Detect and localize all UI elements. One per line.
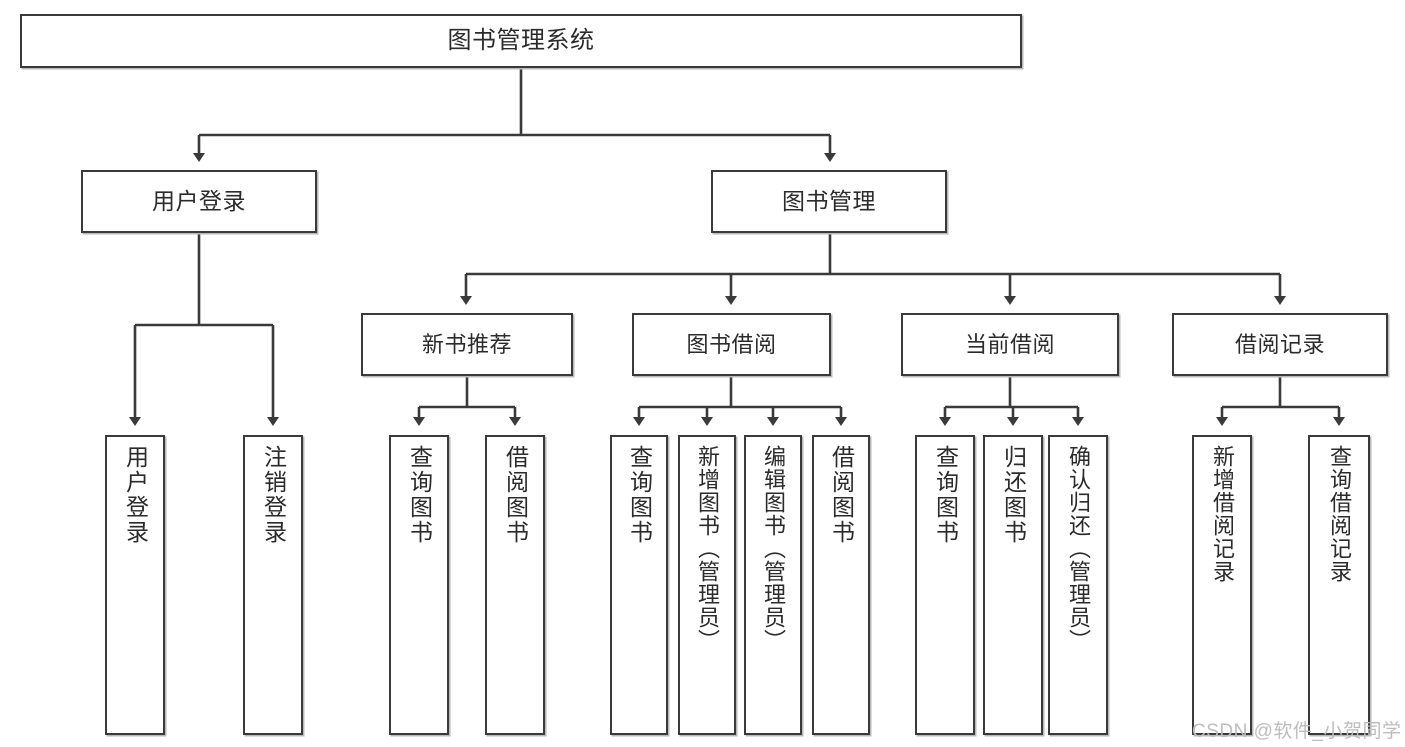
node-leaf-query-book-recommend-label: 查询图书 bbox=[406, 445, 433, 545]
node-leaf-add-borrow-record-label: 新增借阅记录 bbox=[1210, 445, 1235, 583]
node-leaf-query-book-current[interactable]: 查询图书 bbox=[915, 435, 975, 735]
node-level3-borrow-record-label: 借阅记录 bbox=[1234, 331, 1325, 357]
node-leaf-borrow-book-recommend[interactable]: 借阅图书 bbox=[485, 435, 545, 735]
node-level2-book-management-label: 图书管理 bbox=[782, 188, 876, 215]
node-level2-user-login-label: 用户登录 bbox=[152, 188, 246, 215]
node-leaf-confirm-return-admin[interactable]: 确认归还（管理员） bbox=[1048, 435, 1108, 735]
node-level3-current-borrow-label: 当前借阅 bbox=[964, 331, 1055, 357]
node-leaf-add-book-admin[interactable]: 新增图书（管理员） bbox=[678, 435, 736, 735]
node-leaf-borrow-book[interactable]: 借阅图书 bbox=[812, 435, 870, 735]
node-level3-new-book-recommend-label: 新书推荐 bbox=[421, 331, 512, 357]
node-leaf-query-book-current-label: 查询图书 bbox=[932, 445, 959, 545]
node-leaf-logout[interactable]: 注销登录 bbox=[243, 435, 303, 735]
node-leaf-query-book-borrow-label: 查询图书 bbox=[626, 445, 653, 545]
watermark: CSDN @软件_小贺同学 bbox=[1192, 721, 1402, 742]
node-leaf-add-book-admin-label: 新增图书（管理员） bbox=[695, 445, 720, 652]
node-leaf-query-borrow-record-label: 查询借阅记录 bbox=[1327, 445, 1352, 583]
node-level3-borrow-record[interactable]: 借阅记录 bbox=[1172, 313, 1388, 376]
node-leaf-user-login-label: 用户登录 bbox=[122, 445, 149, 545]
node-root[interactable]: 图书管理系统 bbox=[20, 14, 1022, 68]
node-leaf-logout-label: 注销登录 bbox=[260, 445, 287, 545]
node-level3-current-borrow[interactable]: 当前借阅 bbox=[901, 313, 1119, 376]
node-leaf-return-book-label: 归还图书 bbox=[1000, 445, 1027, 545]
node-level3-book-borrow[interactable]: 图书借阅 bbox=[632, 313, 831, 376]
node-leaf-edit-book-admin[interactable]: 编辑图书（管理员） bbox=[744, 435, 802, 735]
node-leaf-add-borrow-record[interactable]: 新增借阅记录 bbox=[1192, 435, 1252, 735]
node-level3-new-book-recommend[interactable]: 新书推荐 bbox=[361, 313, 573, 376]
node-leaf-edit-book-admin-label: 编辑图书（管理员） bbox=[761, 445, 786, 652]
node-leaf-query-book-recommend[interactable]: 查询图书 bbox=[389, 435, 449, 735]
node-leaf-borrow-book-label: 借阅图书 bbox=[828, 445, 855, 545]
node-leaf-user-login[interactable]: 用户登录 bbox=[105, 435, 165, 735]
node-leaf-confirm-return-admin-label: 确认归还（管理员） bbox=[1066, 445, 1091, 652]
node-leaf-borrow-book-recommend-label: 借阅图书 bbox=[502, 445, 529, 545]
node-level3-book-borrow-label: 图书借阅 bbox=[686, 331, 777, 357]
node-leaf-query-borrow-record[interactable]: 查询借阅记录 bbox=[1308, 435, 1370, 735]
node-leaf-return-book[interactable]: 归还图书 bbox=[983, 435, 1043, 735]
node-root-label: 图书管理系统 bbox=[447, 27, 595, 55]
node-level2-user-login[interactable]: 用户登录 bbox=[81, 170, 317, 233]
node-level2-book-management[interactable]: 图书管理 bbox=[711, 170, 947, 233]
node-leaf-query-book-borrow[interactable]: 查询图书 bbox=[610, 435, 668, 735]
